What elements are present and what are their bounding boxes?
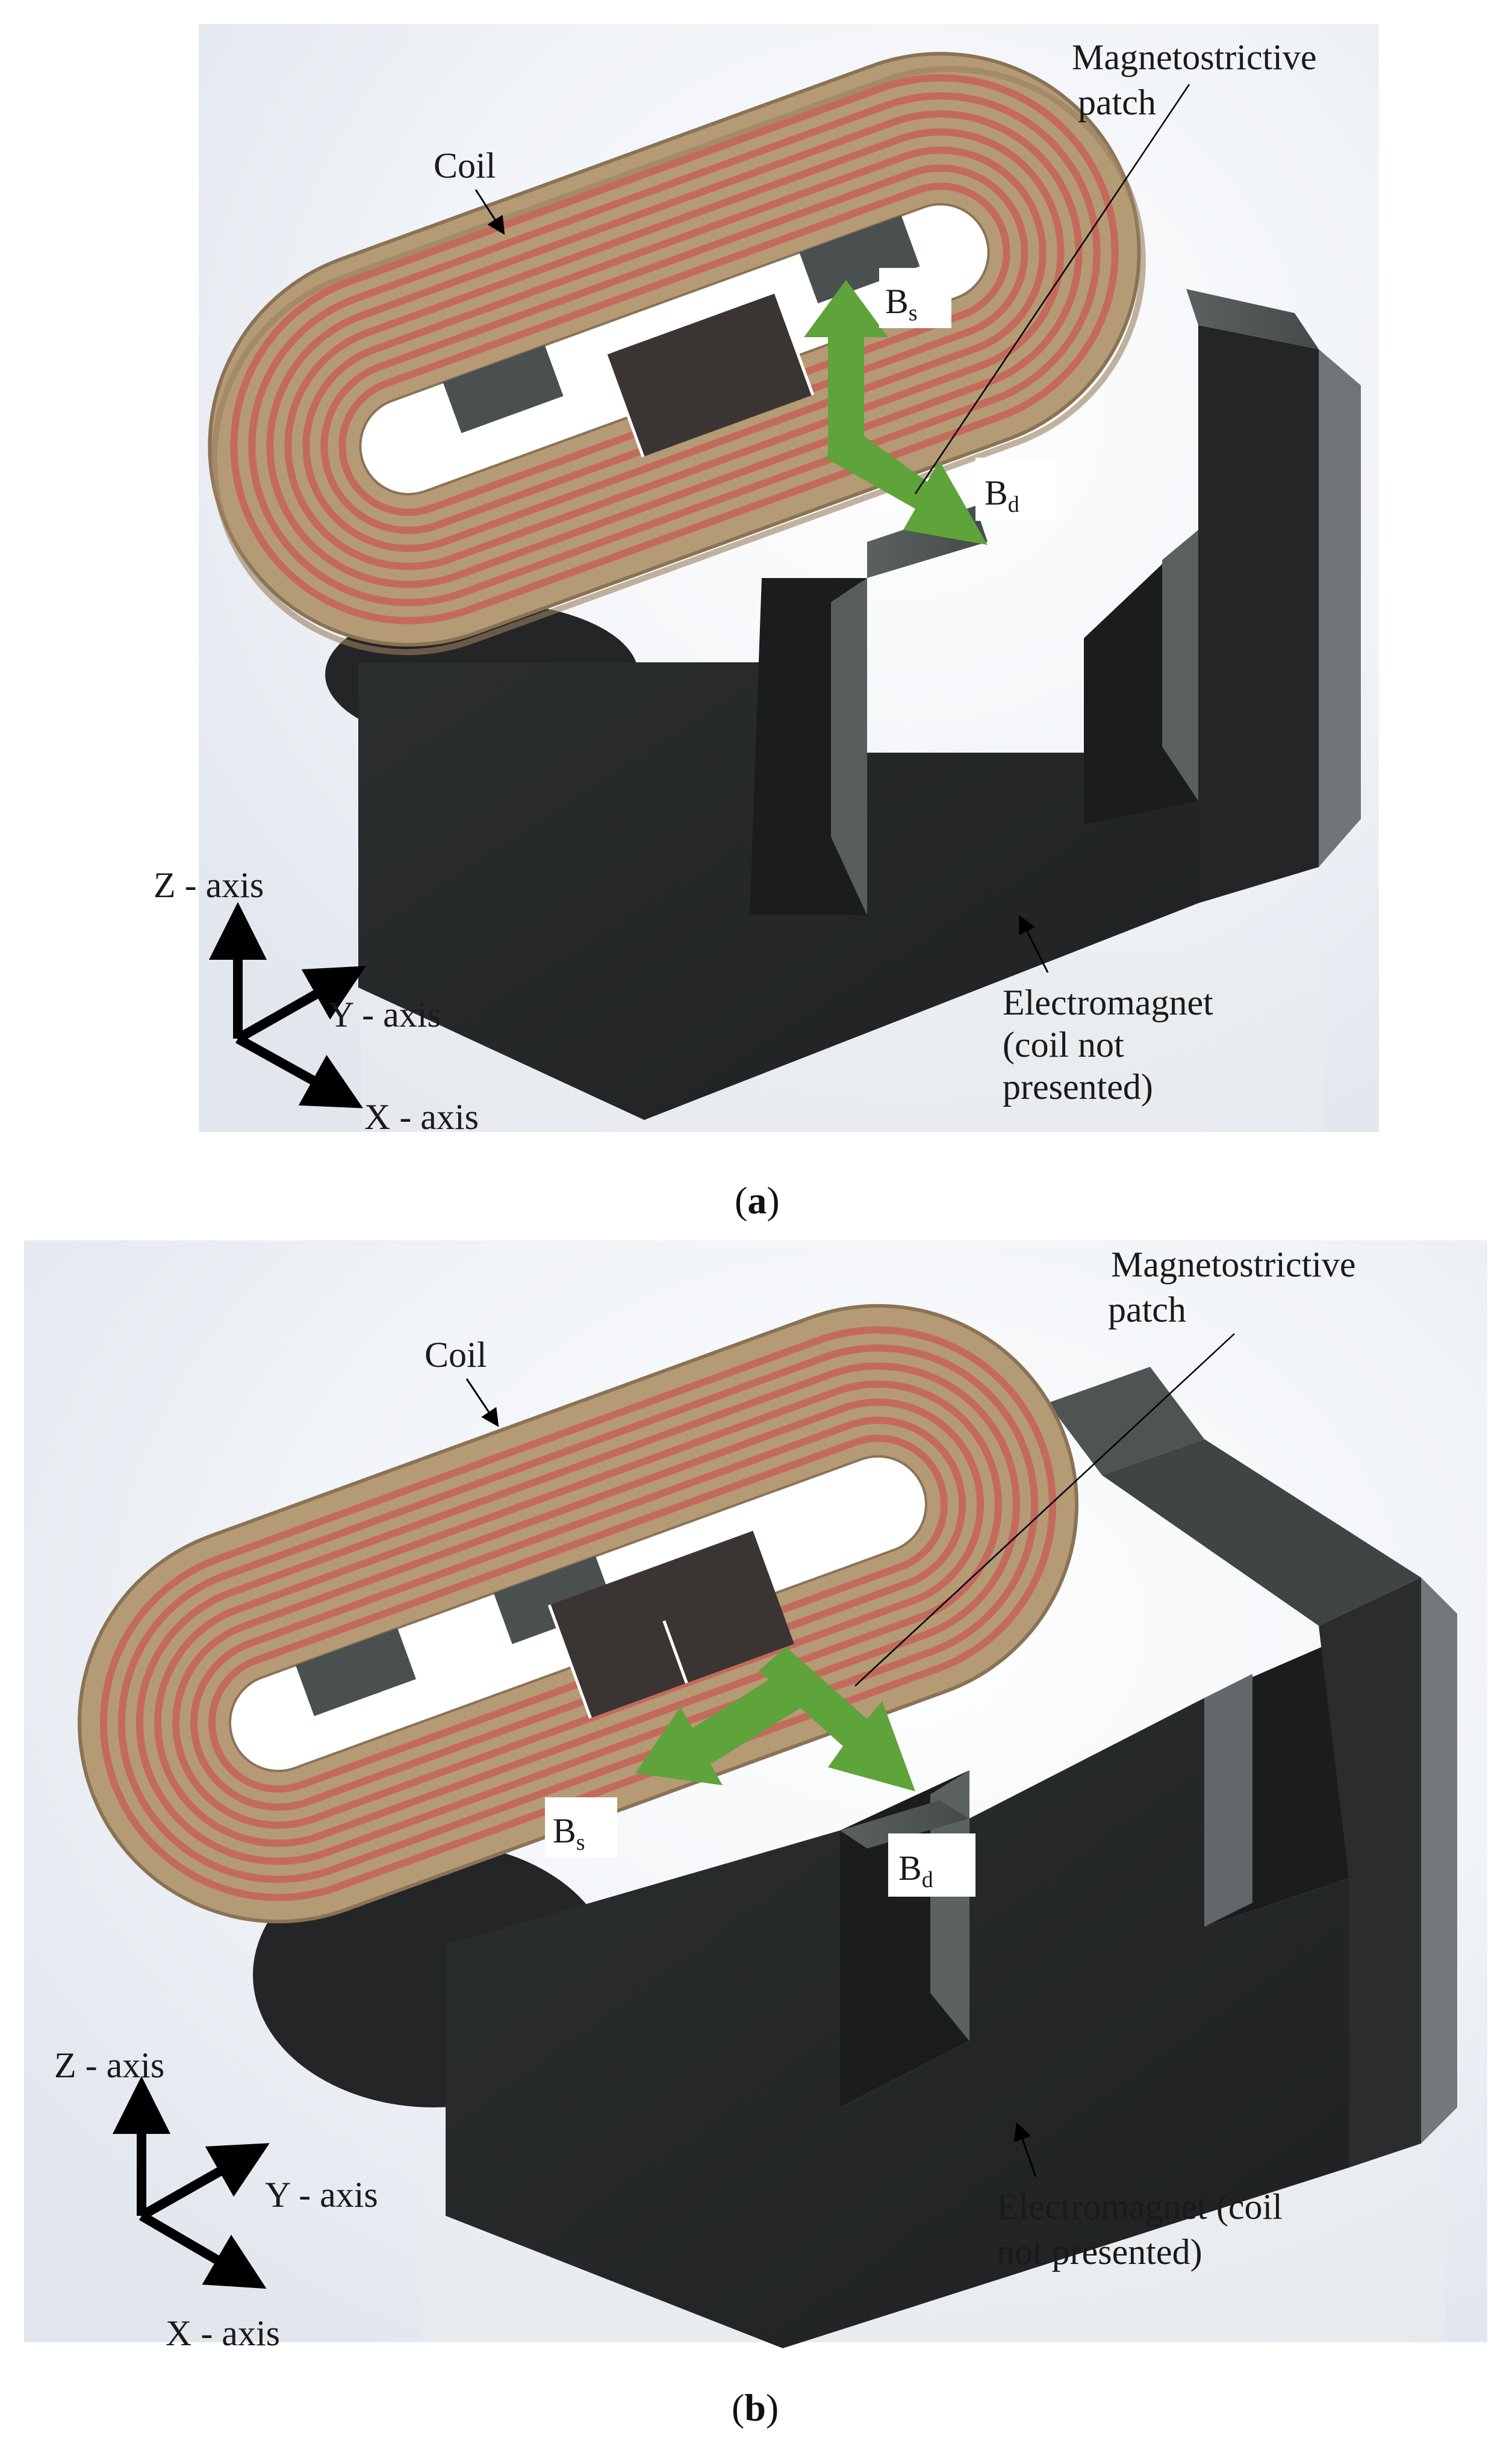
panel-a-field-arrows <box>804 280 988 545</box>
panel-a-z-axis-label: Z - axis <box>154 865 264 905</box>
svg-text:Bs: Bs <box>553 1811 585 1855</box>
panel-b-coil <box>77 1304 1079 1924</box>
panel-b-back-leg-right <box>1319 1578 1421 2168</box>
panel-b-bd-main: B <box>898 1849 922 1888</box>
panel-a-patch <box>606 293 813 457</box>
panel-b-patch-label-line1: Magnetostrictive <box>1111 1245 1356 1284</box>
panel-b-x-axis-arrow <box>138 2212 267 2289</box>
panel-a-em-label-line3: presented) <box>1003 1067 1153 1107</box>
panel-b-z-axis-label: Z - axis <box>54 2045 164 2085</box>
panel-b-coil-turns <box>99 1326 1057 1901</box>
svg-text:Bd: Bd <box>985 473 1019 517</box>
panel-a-y-axis-arrow <box>235 966 366 1043</box>
panel-a-caption: (a) <box>735 1179 780 1222</box>
panel-b-bd-label: Bd <box>888 1833 975 1897</box>
panel-a-patch-edge-left <box>605 354 645 458</box>
panel-b-slot-right-wall <box>1204 1674 1252 1927</box>
panel-b-bs-main: B <box>553 1811 576 1850</box>
panel-a-slot-left-wall <box>831 578 867 915</box>
panel-b-patch-label-line2: patch <box>1108 1290 1186 1329</box>
panel-b-back-leg-side <box>1102 1439 1421 1626</box>
panel-a-bd-main: B <box>985 473 1008 512</box>
panel-b-em-label-line2: not presented) <box>997 2232 1202 2272</box>
panel-b-bs-arrow <box>635 1671 807 1785</box>
panel-a-magnet-side-light <box>1319 349 1361 867</box>
panel-b-bs-label: Bs <box>545 1797 617 1858</box>
panel-b-back-leg-front <box>1048 1367 1204 1475</box>
panel-a-x-axis-arrow <box>235 1034 363 1109</box>
panel-a-patch-label-line1: Magnetostrictive <box>1072 37 1317 77</box>
panel-a-coil-label: Coil <box>434 146 496 185</box>
panel-b-field-arrows <box>635 1647 915 1791</box>
svg-text:Bs: Bs <box>885 282 917 326</box>
panel-b-em-leader <box>1013 2122 1037 2177</box>
panel-b-bd-sub: d <box>922 1867 933 1892</box>
panel-b-patch-edge-left <box>547 1604 592 1719</box>
panel-a-bd-arrow <box>825 428 988 545</box>
panel-a-em-label-line2: (coil not <box>1003 1025 1124 1065</box>
panel-a-patch-label-line2: patch <box>1078 82 1156 122</box>
panel-b-y-axis-label: Y - axis <box>265 2175 378 2215</box>
panel-a-slot-right-wall <box>1162 530 1198 801</box>
panel-b-coil-leader <box>465 1378 499 1427</box>
panel-b-patch-leader <box>854 1333 1235 1687</box>
panel-a-y-axis-label: Y - axis <box>328 995 441 1034</box>
panel-b-y-axis-arrow <box>139 2143 270 2220</box>
panel-b-coil-label: Coil <box>425 1335 487 1375</box>
panel-b-em-label-line1: Electromagnet (coil <box>997 2187 1283 2227</box>
panel-b-leg-top-front <box>840 1800 969 1849</box>
panel-b-x-axis-label: X - axis <box>166 2313 280 2353</box>
panel-a-bs-label: Bs <box>879 268 951 328</box>
panel-a: Bs Bd Coil Magnetostrictive patch Electr… <box>154 24 1379 1222</box>
svg-text:Bd: Bd <box>898 1849 933 1892</box>
panel-b-magnet-front <box>446 1698 1349 2348</box>
panel-a-x-axis-label: X - axis <box>364 1097 479 1137</box>
panel-a-bd-label: Bd <box>975 458 1057 521</box>
panel-a-axis-triad <box>209 902 366 1109</box>
panel-b-patch <box>549 1531 794 1718</box>
panel-b-axis-triad <box>113 2076 270 2289</box>
panel-a-coil-leader <box>474 189 505 235</box>
panel-b-hole-leg <box>295 1628 416 1717</box>
panel-a-coil-body-edge <box>211 66 1146 655</box>
panel-b-bd-arrow <box>759 1647 915 1791</box>
panel-a-magnet-side <box>1198 325 1319 903</box>
panel-a-bd-sub: d <box>1008 492 1019 517</box>
panel-a-leg-top-right <box>1186 289 1319 349</box>
panel-a-bs-arrow <box>804 280 888 458</box>
panel-a-patch-leader <box>914 84 1190 494</box>
panel-a-coil-turns <box>230 74 1119 624</box>
panel-a-hole-leg <box>443 345 564 434</box>
panel-b-caption: (b) <box>732 2386 779 2429</box>
panel-a-hole-leg-right <box>799 215 920 303</box>
panel-b-back-leg-light <box>1421 1578 1457 2144</box>
panel-a-coil <box>208 52 1146 655</box>
panel-a-electromagnet <box>325 289 1361 1120</box>
panel-b-hole-leg-right <box>493 1556 614 1644</box>
panel-a-bs-sub: s <box>909 300 918 326</box>
panel-a-em-label-line1: Electromagnet <box>1003 983 1213 1022</box>
panel-a-patch-edge-right <box>774 292 815 396</box>
panel-b-patch-edge-mid <box>662 1620 688 1684</box>
panel-a-em-leader <box>1019 915 1049 973</box>
panel-a-bs-main: B <box>885 282 909 321</box>
panel-b-bs-sub: s <box>576 1830 585 1855</box>
panel-b: Bs Bd Coil Magnetostrictive patch Electr… <box>24 1240 1487 2429</box>
